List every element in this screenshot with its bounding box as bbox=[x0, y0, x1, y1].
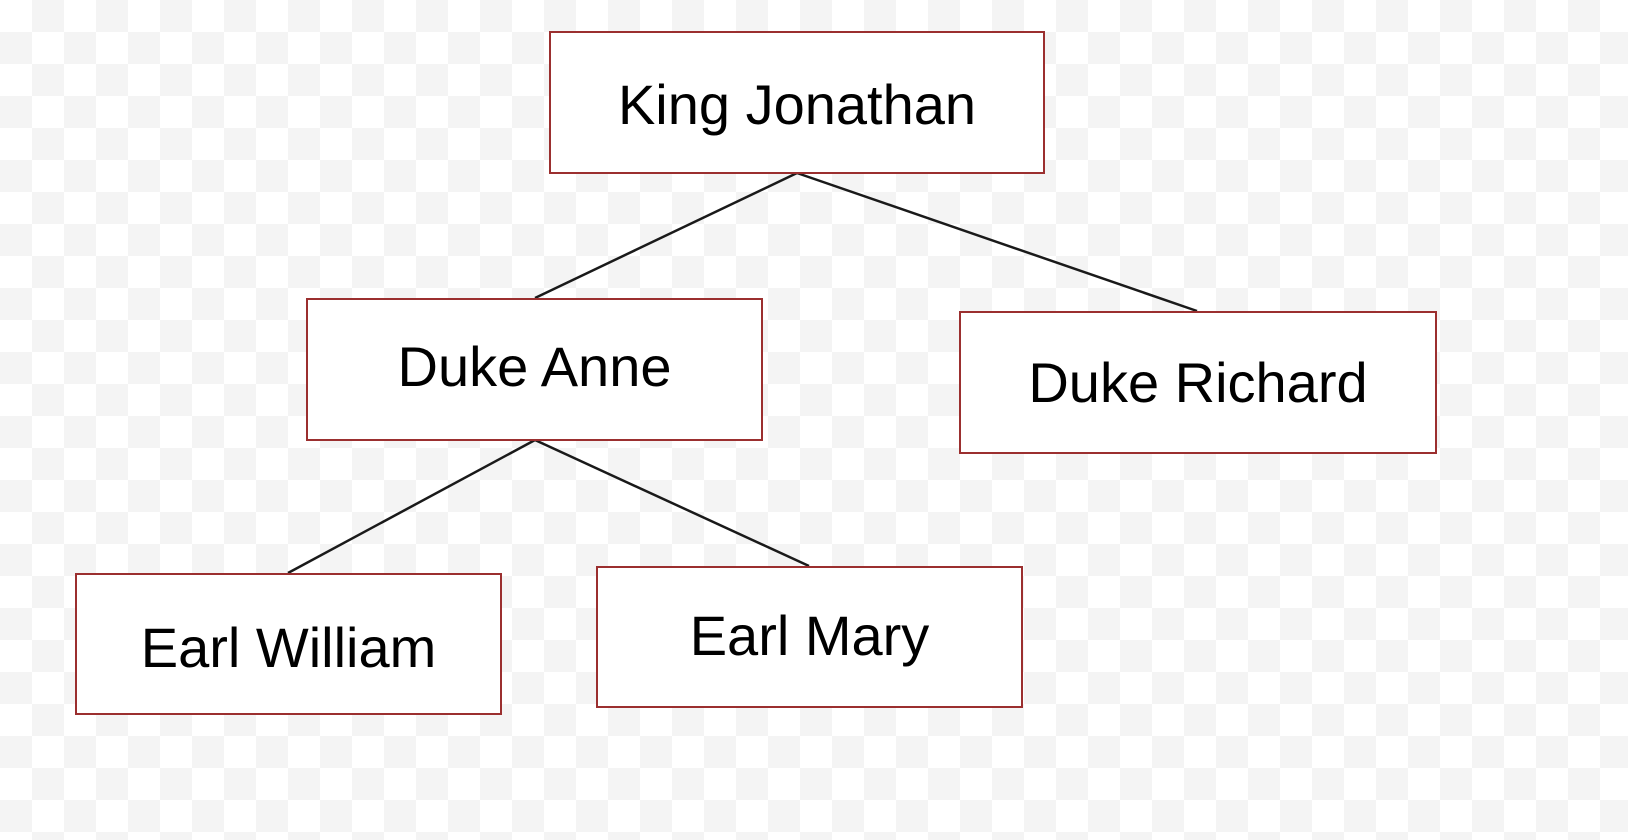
edge-anne-mary bbox=[534, 438, 810, 568]
node-label: Duke Anne bbox=[397, 335, 672, 398]
node-label: Duke Richard bbox=[1028, 351, 1368, 414]
edge-king-richard bbox=[796, 171, 1198, 313]
node-label: King Jonathan bbox=[617, 73, 977, 136]
node-king-jonathan: King Jonathan bbox=[549, 31, 1045, 174]
node-earl-mary: Earl Mary bbox=[596, 566, 1023, 708]
node-duke-anne: Duke Anne bbox=[306, 298, 763, 441]
node-label: Earl Mary bbox=[689, 603, 930, 667]
node-duke-richard: Duke Richard bbox=[959, 311, 1437, 454]
edge-king-anne bbox=[534, 171, 798, 300]
node-label: Earl William bbox=[140, 615, 437, 679]
edge-anne-william bbox=[287, 438, 536, 575]
node-earl-william: Earl William bbox=[75, 573, 502, 715]
